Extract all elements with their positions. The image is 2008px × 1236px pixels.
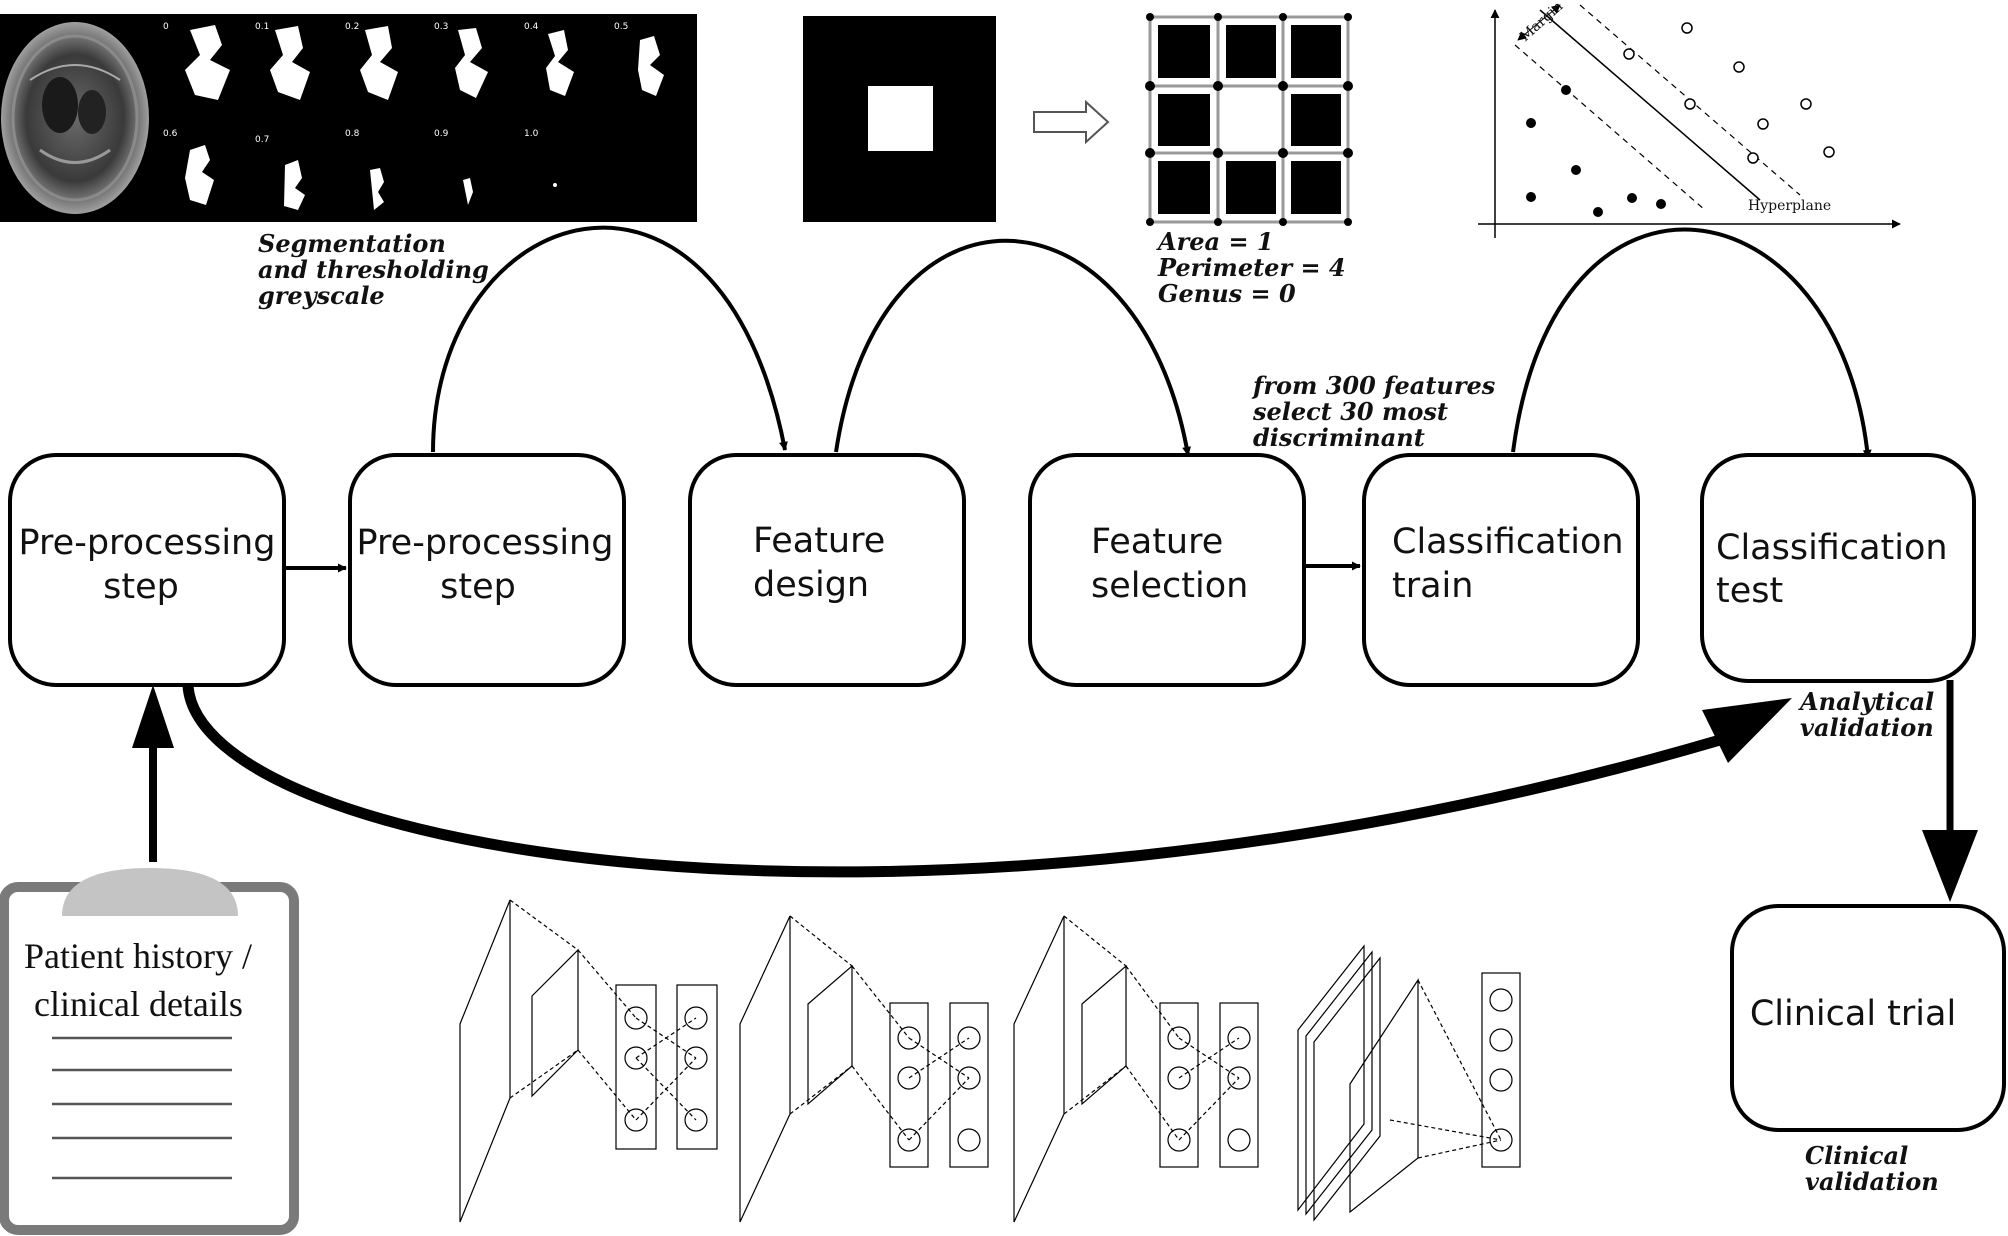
clinical-note-line: Clinical <box>1805 1141 1908 1170</box>
process-box-preproc-1: Pre-processing step <box>8 453 286 687</box>
arrow-preproc-to-test <box>182 685 1792 878</box>
hyperplane-line <box>1539 9 1761 201</box>
square-shape-image <box>803 16 996 222</box>
segmentation-masks <box>185 25 664 210</box>
box-label: Classification <box>1716 528 1948 568</box>
threshold-label: 0.4 <box>524 22 539 32</box>
box-label: Feature <box>753 521 885 561</box>
threshold-label: 0.3 <box>434 22 448 32</box>
box-label: Pre-processing <box>19 523 276 563</box>
cnn-diagram <box>459 899 1521 1223</box>
hollow-arrow-icon <box>1033 99 1110 145</box>
process-box-clinical-trial: Clinical trial <box>1730 904 2006 1132</box>
feature-count-note: from 300 features select 30 most discrim… <box>1251 371 1496 452</box>
box-label: design <box>753 565 869 605</box>
threshold-label: 0.7 <box>255 135 269 145</box>
process-box-preproc-2: Pre-processing step <box>348 453 626 687</box>
topology-note-line: Area = 1 <box>1156 227 1274 256</box>
curve-arrow-preproc-to-design <box>431 225 788 453</box>
threshold-labels: 0 0.1 0.2 0.3 0.4 0.5 0.6 0.7 0.8 0.9 1.… <box>163 22 628 145</box>
box-label: selection <box>1091 566 1248 606</box>
svm-class-a-points <box>1526 85 1666 217</box>
process-box-feature-selection: Feature selection <box>1028 453 1306 687</box>
box-label: test <box>1716 571 1783 611</box>
feature-count-note-line: select 30 most <box>1252 397 1448 426</box>
clinical-note-line: validation <box>1805 1167 1939 1196</box>
box-label: Pre-processing <box>357 523 614 563</box>
topology-note: Area = 1 Perimeter = 4 Genus = 0 <box>1156 227 1346 308</box>
topology-grid <box>1145 13 1353 226</box>
svm-class-b-points <box>1623 22 1835 164</box>
feature-count-note-line: from 300 features <box>1251 371 1496 400</box>
threshold-label: 0.1 <box>255 22 269 32</box>
box-label: Feature <box>1091 522 1223 562</box>
clipboard-icon: Patient history / clinical details <box>0 868 299 1235</box>
process-box-classification-train: Classification train <box>1362 453 1640 687</box>
threshold-label: 0.5 <box>614 22 628 32</box>
curve-arrow-design-to-selection <box>834 238 1192 456</box>
threshold-label: 0.8 <box>345 129 360 139</box>
threshold-label: 0.2 <box>345 22 359 32</box>
segmentation-note-line: and thresholding <box>258 255 489 284</box>
svm-plot: Margin Hyperplane <box>1478 0 1901 238</box>
threshold-label: 1.0 <box>524 129 539 139</box>
box-label: Clinical trial <box>1750 994 1956 1034</box>
threshold-label: 0.6 <box>163 129 178 139</box>
analytical-note-line: validation <box>1800 713 1934 742</box>
svm-margin-label: Margin <box>1517 0 1566 45</box>
process-box-classification-test: Classification test <box>1700 453 1976 683</box>
box-label: step <box>440 567 516 607</box>
threshold-label: 0 <box>163 22 169 32</box>
box-label: Classification <box>1392 522 1624 562</box>
threshold-label: 0.9 <box>434 129 449 139</box>
feature-count-note-line: discriminant <box>1253 423 1425 452</box>
segmentation-note: Segmentation and thresholding greyscale <box>258 229 489 310</box>
brain-mri-image <box>1 22 149 214</box>
analytical-note-line: Analytical <box>1798 687 1934 716</box>
svm-hyperplane-label: Hyperplane <box>1748 198 1831 214</box>
clipboard-line: Patient history / <box>24 936 252 976</box>
analytical-validation-note: Analytical validation <box>1798 687 1934 742</box>
arrow-history-to-preproc <box>132 685 174 862</box>
clipboard-line: clinical details <box>34 984 243 1024</box>
box-label: step <box>103 567 179 607</box>
mri-threshold-strip: 0 0.1 0.2 0.3 0.4 0.5 0.6 0.7 0.8 0.9 1.… <box>0 14 697 222</box>
segmentation-note-line: Segmentation <box>258 229 446 258</box>
curve-arrow-train-to-test <box>1511 227 1872 459</box>
box-label: train <box>1392 566 1473 606</box>
topology-note-line: Genus = 0 <box>1158 279 1296 308</box>
process-box-feature-design: Feature design <box>688 453 966 687</box>
segmentation-note-line: greyscale <box>258 281 385 310</box>
clinical-validation-note: Clinical validation <box>1805 1141 1939 1196</box>
arrow-test-to-clinical <box>1922 680 1978 902</box>
topology-note-line: Perimeter = 4 <box>1157 253 1346 282</box>
